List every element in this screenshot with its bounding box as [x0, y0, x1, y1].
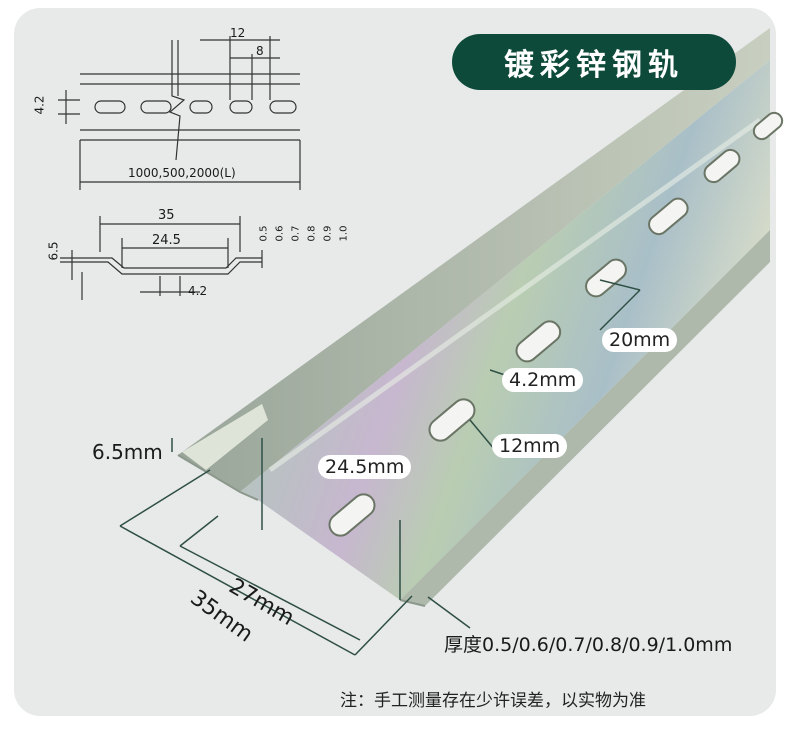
height-label: 6.5mm — [92, 440, 163, 464]
thickness-0-8: 0.8 — [306, 225, 318, 242]
measurement-note: 注：手工测量存在少许误差，以实物为准 — [340, 691, 646, 711]
dim-8-label: 8 — [256, 44, 264, 58]
slot — [585, 258, 627, 298]
dim-4-2-top-label: 4.2 — [32, 95, 47, 115]
dim-24-5-label: 24.5 — [152, 233, 181, 248]
slot — [515, 320, 562, 363]
dim-6-5-label: 6.5 — [46, 241, 61, 261]
slot-length-label: 20mm — [602, 328, 678, 352]
dim-35-label: 35 — [158, 208, 175, 223]
dim-4-2-section-label: 4.2 — [188, 284, 208, 298]
photo-dimension-lines — [119, 279, 641, 656]
thickness-1-0: 1.0 — [338, 225, 350, 242]
thickness-label: 厚度0.5/0.6/0.7/0.8/0.9/1.0mm — [444, 634, 733, 656]
thickness-0-6: 0.6 — [274, 225, 286, 242]
product-title: 镀彩锌钢轨 — [452, 34, 736, 90]
slot-width-label: 4.2mm — [502, 368, 584, 392]
dim-12-label: 12 — [230, 26, 246, 40]
slot — [703, 148, 741, 184]
top-view-drawing — [58, 36, 301, 190]
thickness-0-7: 0.7 — [290, 225, 302, 242]
thickness-0-9: 0.9 — [322, 225, 334, 242]
section-view-drawing — [60, 216, 263, 300]
slot — [752, 111, 784, 141]
slot-pitch-label: 12mm — [492, 434, 568, 458]
slot — [428, 398, 476, 442]
thickness-0-5: 0.5 — [258, 225, 270, 242]
inner-width-label: 24.5mm — [318, 455, 412, 479]
din-rail — [177, 28, 770, 607]
length-label: 1000,500,2000(L) — [128, 166, 236, 180]
rail-slots — [328, 111, 784, 537]
slot — [648, 197, 689, 236]
slot — [328, 493, 376, 537]
